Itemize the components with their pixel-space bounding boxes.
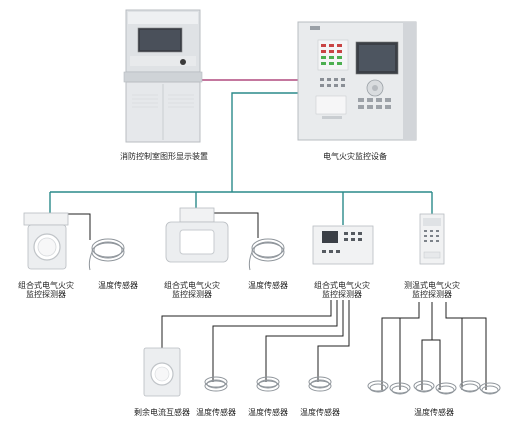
temp-sensor-group-label: 温度传感器 bbox=[414, 408, 454, 417]
temp-sensor-group-coils bbox=[367, 380, 501, 395]
monitor-to-bus bbox=[231, 92, 300, 192]
temp-sensor-1-coil bbox=[88, 238, 125, 271]
detector-3-screen bbox=[322, 231, 338, 243]
detector-2-label-line1: 组合式电气火灾 bbox=[164, 281, 220, 290]
temp-detector-label: 测温式电气火灾 监控探测器 bbox=[392, 281, 472, 299]
temp-sensor-2-label: 温度传感器 bbox=[248, 281, 288, 290]
temp-sensor-a-coil bbox=[204, 376, 228, 392]
graphic-display-label: 消防控制室图形显示装置 bbox=[120, 152, 208, 161]
temp-sensor-2-coil bbox=[248, 238, 285, 271]
detector-2-label: 组合式电气火灾 监控探测器 bbox=[152, 281, 232, 299]
monitor-equipment-label: 电气火灾监控设备 bbox=[323, 152, 387, 161]
wires-detector3-fanout bbox=[161, 300, 350, 382]
residual-ct-label: 剩余电流互感器 bbox=[134, 408, 190, 417]
wire-detector1-sensor1 bbox=[58, 213, 91, 240]
wires-temp-detector-fanout bbox=[381, 302, 487, 390]
display-knob-icon bbox=[180, 59, 186, 65]
detector-3-device bbox=[312, 225, 374, 265]
monitor-equipment-cabinet bbox=[297, 21, 417, 141]
detector-2-device bbox=[165, 207, 229, 263]
detector-3-label-line1: 组合式电气火灾 bbox=[314, 281, 370, 290]
temp-detector-label-line2: 监控探测器 bbox=[412, 290, 452, 299]
connection-lines bbox=[49, 79, 433, 225]
detector-1-label-line1: 组合式电气火灾 bbox=[18, 281, 74, 290]
temp-sensor-1-label: 温度传感器 bbox=[98, 281, 138, 290]
temp-detector-device bbox=[419, 213, 445, 265]
wire-detector2-sensor2 bbox=[206, 212, 259, 238]
detector-1-label: 组合式电气火灾 监控探测器 bbox=[6, 281, 86, 299]
residual-ct-device bbox=[143, 347, 181, 397]
temp-sensor-b-coil bbox=[256, 376, 280, 392]
temp-sensor-b-label: 温度传感器 bbox=[248, 408, 288, 417]
detector-3-label: 组合式电气火灾 监控探测器 bbox=[302, 281, 382, 299]
graphic-display-device bbox=[123, 9, 203, 143]
temp-detector-label-line1: 测温式电气火灾 bbox=[404, 281, 460, 290]
detector-1-device bbox=[23, 212, 69, 270]
temp-sensor-a-label: 温度传感器 bbox=[196, 408, 236, 417]
detector-3-label-line2: 监控探测器 bbox=[322, 290, 362, 299]
detector-2-label-line2: 监控探测器 bbox=[172, 290, 212, 299]
temp-sensor-c-label: 温度传感器 bbox=[300, 408, 340, 417]
detector-1-label-line2: 监控探测器 bbox=[26, 290, 66, 299]
temp-sensor-c-coil bbox=[308, 376, 332, 392]
